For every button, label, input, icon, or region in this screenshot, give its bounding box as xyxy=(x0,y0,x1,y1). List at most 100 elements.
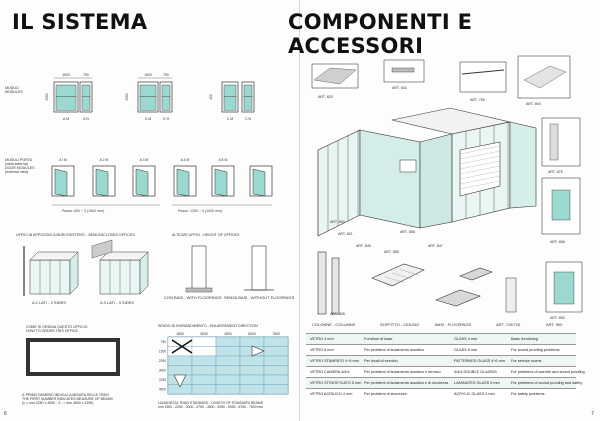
art-label: ART. 828 xyxy=(330,312,345,316)
floorings-caption: BASI - FLOORINGS xyxy=(435,322,472,327)
art-label: ART. 765 xyxy=(470,98,485,102)
column-2 xyxy=(331,257,340,315)
table-cell-d: For service rooms xyxy=(511,359,542,363)
grid-cell xyxy=(239,384,265,395)
grid-cell xyxy=(191,336,217,347)
grid-row-3: 3000 xyxy=(159,368,166,372)
module-code-5: C N xyxy=(245,117,252,121)
grid-cell xyxy=(215,336,241,347)
how-to-order-title: COME SI ORDINA QUESTO UFFICIO HOW TO ORD… xyxy=(26,325,88,333)
blind-slat-6 xyxy=(459,175,501,185)
art-label: ART. 800 xyxy=(330,220,345,224)
grid-col-4: 7500 xyxy=(272,332,280,336)
art-label: ART. 847 xyxy=(428,244,443,248)
table-cell-a: VETRO STAMPATO 4÷6 mm xyxy=(310,359,359,363)
office-2-sides-top xyxy=(29,251,79,261)
table-cell-d: For safety problems xyxy=(511,392,545,396)
art-label: ART. 850 xyxy=(550,316,565,320)
table-cell-c: GLASS 4 mm xyxy=(454,337,478,341)
module-g-1-glass-bottom xyxy=(161,96,171,111)
grid-cell xyxy=(215,365,241,376)
dim-3: 750 xyxy=(163,73,169,77)
semi-enclosed-label: UFFICI IN APPOGGIO A MURI ESISTENTI - SE… xyxy=(16,233,135,237)
module-c-1-glass-bottom xyxy=(243,96,253,111)
table-row: VETRO STAMPATO 4÷6 mm Per locali di servi… xyxy=(306,355,576,367)
module-code-3: G H xyxy=(163,117,170,121)
door-code-3: A 4 M xyxy=(181,158,190,162)
heights-label: ALTEZZE UFFICI - HEIGHT OF OFFICES xyxy=(172,233,240,237)
grid-cell xyxy=(215,346,241,357)
grid-row-5: 4500 xyxy=(159,387,166,391)
grid-col-3: 6000 xyxy=(248,332,256,336)
grid-row-0: 750 xyxy=(161,340,167,344)
module-g-0-glass-bottom xyxy=(139,96,157,111)
ceiling-line-1 xyxy=(383,276,405,283)
blind-slat-7 xyxy=(459,180,501,190)
dim-0: 1500 xyxy=(62,73,70,77)
office-3-sides-top xyxy=(99,251,149,261)
art-label: ART. 804 xyxy=(526,102,541,106)
ceiling-panel xyxy=(371,263,425,287)
module-code-1: A N xyxy=(83,117,89,121)
art-label: ART. 858 xyxy=(400,230,415,234)
thumb-850-shape xyxy=(553,271,575,305)
grid-cell xyxy=(239,355,265,366)
grid-cell xyxy=(239,365,265,376)
grid-row-1: 1500 xyxy=(159,349,166,353)
art-label: ART. 855 xyxy=(384,250,399,254)
table-cell-c: GLASS 6 mm xyxy=(454,348,478,352)
columns-caption: COLONNE - COLUMNS xyxy=(312,322,356,327)
grid-cell xyxy=(263,374,289,385)
table-cell-d: Basic furnishing xyxy=(511,337,538,341)
grid-cell xyxy=(215,384,241,395)
grid-cell xyxy=(263,384,289,395)
table-cell-b: Forniture di base xyxy=(364,337,393,341)
order-panel xyxy=(26,338,120,376)
art-label: ART. 821 xyxy=(338,232,353,236)
grid-cell xyxy=(191,346,217,357)
grid-col-0: 1800 xyxy=(176,332,184,336)
art-900-caption: ART. 900 xyxy=(546,322,563,327)
blind-slat-1 xyxy=(459,150,501,160)
right-page-number: 7 xyxy=(591,411,594,417)
table-row: VETRO 6 mm Per problemi di isolamento acu… xyxy=(306,344,576,356)
table-cell-c: ACRYLIC GLASS 4 mm xyxy=(454,392,495,396)
two-sides-caption: A 2 LATI - 2 SIDES xyxy=(32,300,66,305)
left-page-number: 6 xyxy=(4,411,7,417)
moduli-label: MODULI MODULES xyxy=(5,86,23,94)
blind-slat-4 xyxy=(459,165,501,175)
enlargement-title: SENSO DI INGRANDIMENTO - ENLARGEMENT DIR… xyxy=(158,324,258,328)
grid-cell xyxy=(263,346,289,357)
height-1: 2950 xyxy=(125,93,129,100)
dim-2: 1500 xyxy=(144,73,152,77)
assembly-corner xyxy=(419,133,453,229)
thumb-820-shape xyxy=(313,67,357,85)
art-label: ART. 875 xyxy=(548,170,563,174)
door-leaf-1 xyxy=(95,168,109,197)
table-cell-b: Per problemi di isolamento acustico e te… xyxy=(364,370,441,374)
table-cell-b: Per locali di servizio xyxy=(364,359,398,363)
ceiling-line-0 xyxy=(375,279,397,287)
grid-cell xyxy=(167,355,193,366)
ceiling-caption: SOFFITTO - CEILING xyxy=(380,322,420,327)
ceiling-line-2 xyxy=(391,272,413,280)
beam-lengths: LUNGHEZZA TRAVI STANDARD - LENGTH OF STA… xyxy=(158,401,264,409)
grid-cell xyxy=(239,374,265,385)
flooring-base xyxy=(435,289,481,307)
blind-slat-2 xyxy=(459,155,501,165)
components-drawing xyxy=(311,55,583,315)
table-cell-a: VETRO 6 mm xyxy=(310,348,334,352)
passo-1: Passo: 600 ÷ 3 (1500 mm) xyxy=(62,209,105,213)
thumb-843-shape xyxy=(391,67,415,73)
grid-cell xyxy=(191,355,217,366)
table-cell-b: Per problemi di isolamento acustico xyxy=(364,348,424,352)
grid-cell xyxy=(239,336,265,347)
module-a-0-glass-bottom xyxy=(55,96,77,111)
base-slab xyxy=(185,287,213,293)
art-label: ART. 808 xyxy=(550,240,565,244)
module-c-0-glass-bottom xyxy=(223,96,237,111)
